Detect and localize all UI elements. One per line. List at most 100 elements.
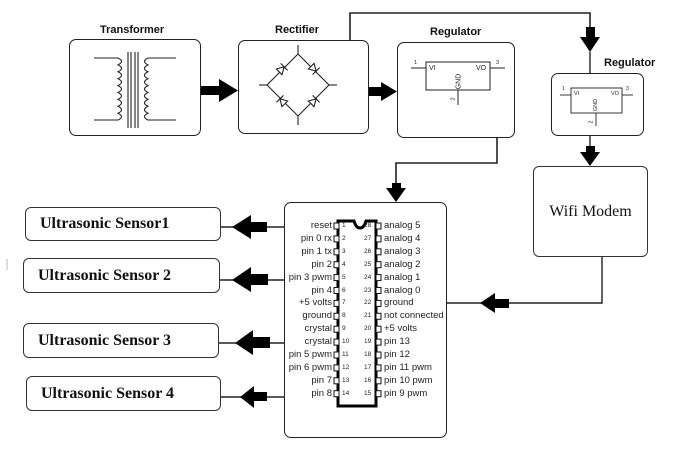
sensor-3-block: Ultrasonic Sensor 3 xyxy=(23,323,219,358)
pin-label-left: ground xyxy=(302,310,332,322)
pin-number-left: 14 xyxy=(342,389,350,397)
wifi-modem-label: Wifi Modem xyxy=(549,202,632,220)
regulator-ic-icon xyxy=(560,87,633,126)
regulator-wifi-pin3: 3 xyxy=(626,86,629,92)
pin-label-left: pin 0 rx xyxy=(300,232,332,244)
pin-number-right: 24 xyxy=(364,273,372,281)
pin-label-left: crystal xyxy=(304,336,332,348)
sensor-4-block: Ultrasonic Sensor 4 xyxy=(26,376,221,411)
pin-label-left: pin 2 xyxy=(311,258,332,270)
pin-label-left: pin 3 pwm xyxy=(288,271,332,283)
pin-number-right: 19 xyxy=(364,338,372,346)
arrow-left-mcu xyxy=(480,293,509,313)
regulator-wifi-block: 1 3 2 VI VO GND xyxy=(551,73,644,136)
arrow-transformer-to-rectifier xyxy=(201,79,238,102)
pin-number-left: 3 xyxy=(342,247,346,255)
pin-label-right: ground xyxy=(384,297,414,309)
pin-label-right: analog 1 xyxy=(384,271,421,283)
pin-number-left: 8 xyxy=(342,312,346,320)
arrow-to-sensor-2 xyxy=(220,267,284,292)
pin-number-right: 20 xyxy=(364,325,372,333)
wifi-modem-block: Wifi Modem xyxy=(533,166,648,257)
pin-number-left: 5 xyxy=(342,273,346,281)
rectifier-block xyxy=(238,40,369,134)
line-regulator-to-mcu xyxy=(395,137,498,185)
regulator-ic-icon xyxy=(411,61,505,105)
pin-label-right: analog 4 xyxy=(384,232,421,244)
regulator-wifi-vo: VO xyxy=(611,91,619,97)
regulator-main-vo: VO xyxy=(476,65,487,72)
pin-label-left: crystal xyxy=(304,323,332,335)
arrow-to-sensor-4 xyxy=(221,386,284,408)
pin-number-right: 18 xyxy=(364,351,372,358)
pin-label-right: analog 3 xyxy=(384,245,421,257)
regulator-wifi-pin2: 2 xyxy=(588,120,595,124)
pin-label-left: pin 5 pwm xyxy=(288,349,332,360)
pin-number-right: 25 xyxy=(364,260,372,268)
regulator-main-block: 1 3 2 VI VO GND xyxy=(397,42,515,138)
transformer-icon xyxy=(94,52,176,128)
regulator-main-vi: VI xyxy=(429,65,436,72)
pin-label-right: pin 10 pwm xyxy=(384,374,433,386)
pin-number-left: 13 xyxy=(342,376,350,384)
line-rectifier-to-wifi-regulator xyxy=(349,12,591,40)
bridge-rectifier-icon xyxy=(259,45,337,125)
pin-label-left: pin 4 xyxy=(311,284,332,296)
pin-label-left: pin 8 xyxy=(311,387,332,399)
pin-number-left: 12 xyxy=(342,363,350,371)
pin-label-left: pin 1 tx xyxy=(301,245,332,257)
pin-number-right: 28 xyxy=(364,222,372,229)
pin-number-left: 1 xyxy=(342,222,346,229)
sensor-2-block: Ultrasonic Sensor 2 xyxy=(23,258,220,293)
pin-label-right: +5 volts xyxy=(384,323,418,335)
transformer-label: Transformer xyxy=(100,24,165,36)
sensor-4-label: Ultrasonic Sensor 4 xyxy=(41,384,175,402)
pin-label-right: pin 9 pwm xyxy=(384,387,428,399)
sensor-2-label: Ultrasonic Sensor 2 xyxy=(38,266,172,284)
pin-number-left: 11 xyxy=(342,351,349,358)
regulator-wifi-pin1: 1 xyxy=(562,86,565,92)
pin-label-right: analog 0 xyxy=(384,284,421,296)
regulator-wifi-gnd: GND xyxy=(593,98,600,112)
regulator-wifi-label: Regulator xyxy=(604,57,656,69)
sensor-1-label: Ultrasonic Sensor1 xyxy=(40,215,170,232)
pin-number-right: 15 xyxy=(364,389,372,397)
pin-number-right: 16 xyxy=(364,376,372,384)
pin-label-left: reset xyxy=(310,220,332,231)
pin-number-left: 9 xyxy=(342,325,346,333)
arrow-rectifier-to-regulator xyxy=(369,82,397,101)
pin-number-left: 2 xyxy=(342,234,346,242)
regulator-main-gnd: GND xyxy=(455,73,463,90)
arrow-down-wifi-regulator xyxy=(580,27,600,73)
pin-label-right: pin 12 xyxy=(384,349,410,360)
regulator-main-pin2: 2 xyxy=(450,97,457,101)
pin-number-right: 17 xyxy=(364,363,372,371)
regulator-main-pin3: 3 xyxy=(496,60,500,66)
line-wifi-to-mcu xyxy=(508,257,603,304)
pin-number-left: 6 xyxy=(342,286,346,294)
pin-label-left: pin 7 xyxy=(311,374,332,386)
arrow-to-sensor-1 xyxy=(221,215,284,239)
pin-label-right: analog 5 xyxy=(384,220,421,231)
regulator-main-pin1: 1 xyxy=(414,60,418,66)
pin-number-right: 22 xyxy=(364,299,372,307)
sensor-1-block: Ultrasonic Sensor1 xyxy=(25,207,221,241)
arrow-to-sensor-3 xyxy=(219,330,284,355)
transformer-block xyxy=(69,39,201,136)
pin-label-left: pin 6 pwm xyxy=(288,361,332,373)
pin-label-right: pin 13 xyxy=(384,336,410,348)
arrow-down-wifi-modem xyxy=(580,146,600,166)
sensor-3-label: Ultrasonic Sensor 3 xyxy=(38,331,172,349)
pin-number-left: 4 xyxy=(342,260,346,268)
arrow-down-mcu xyxy=(386,183,406,202)
pin-number-right: 21 xyxy=(364,312,372,320)
regulator-main-label: Regulator xyxy=(430,26,482,38)
pin-number-right: 27 xyxy=(364,234,372,242)
pin-label-left: +5 volts xyxy=(298,297,332,309)
pin-number-right: 26 xyxy=(364,247,372,255)
pin-label-right: analog 2 xyxy=(384,258,421,270)
pin-label-right: not connected xyxy=(384,310,444,322)
pin-number-left: 10 xyxy=(342,338,350,346)
regulator-wifi-vi: VI xyxy=(574,91,580,97)
